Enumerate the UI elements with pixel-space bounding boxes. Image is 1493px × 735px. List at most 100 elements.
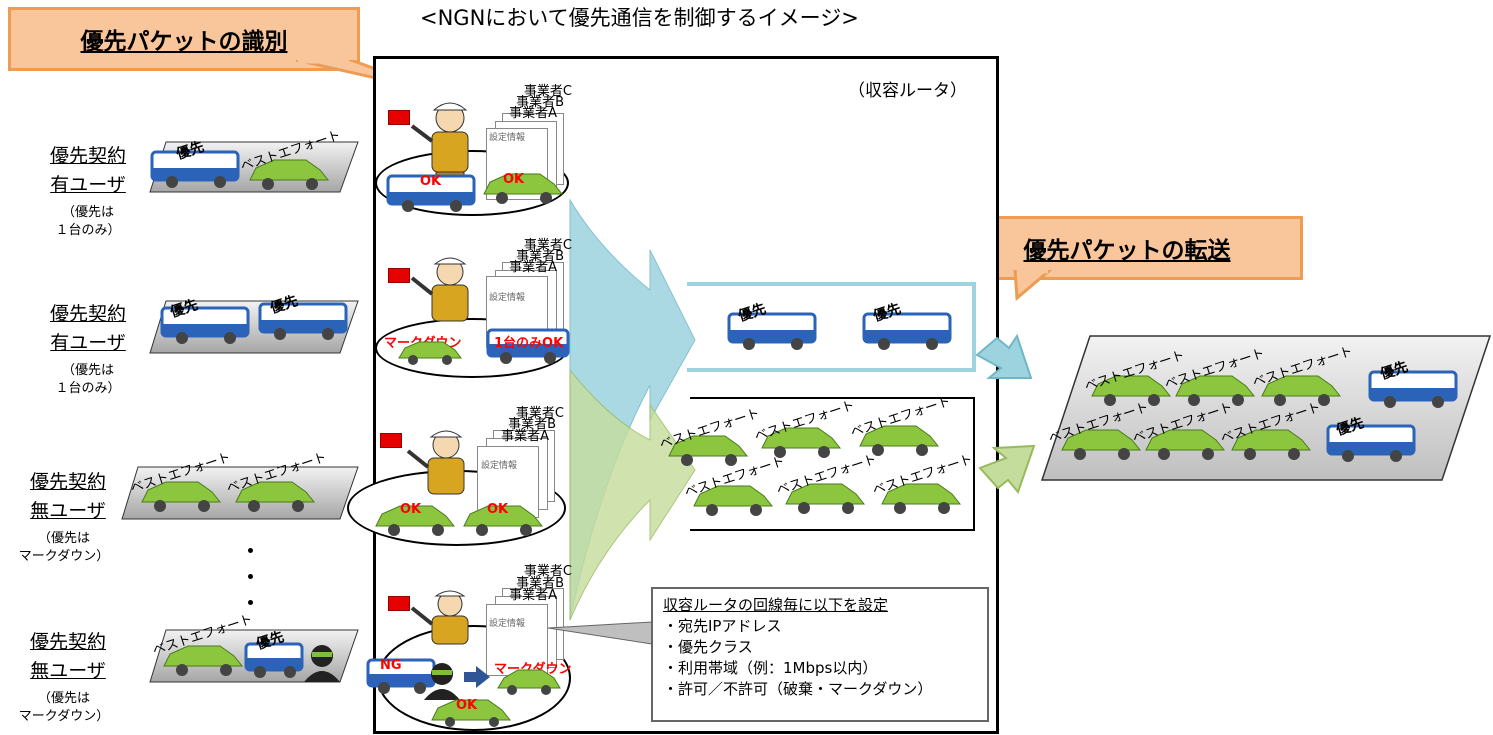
callout-forward-tail (1013, 270, 1053, 302)
output-arrow-priority (975, 333, 1033, 379)
business-a: 事業者A (509, 588, 557, 603)
settings-info-box: 収容ルータの回線毎に以下を設定 ・宛先IPアドレス ・優先クラス ・利用帯域（例… (651, 587, 989, 722)
router-label: （収容ルータ） (848, 81, 967, 101)
ok-label: OK (456, 698, 478, 713)
business-c: 事業者C (515, 406, 564, 421)
ok-label: OK (400, 502, 422, 517)
user-3-line2: 無ユーザ (30, 500, 106, 522)
callout-identify: 優先パケットの識別 (8, 7, 360, 71)
priority-lane (687, 282, 976, 372)
user-1-note: （優先は １台のみ） (28, 204, 148, 240)
business-a: 事業者A (509, 260, 557, 275)
hacker-icon (304, 645, 340, 682)
business-a: 事業者A (501, 429, 549, 444)
car-icon (1145, 429, 1226, 460)
car-icon (463, 505, 544, 536)
business-b: 事業者B (516, 576, 564, 591)
bus-icon (486, 328, 570, 364)
car-icon (375, 505, 456, 536)
ellipsis-dot (248, 600, 253, 605)
best-effort-lane (690, 397, 975, 531)
user-1-note1: （優先は (61, 205, 114, 220)
car-icon (1091, 375, 1172, 406)
user-2-label: 優先契約 有ユーザ (28, 300, 148, 358)
callout-forward: 優先パケットの転送 (951, 216, 1303, 280)
user-4-note2: マークダウン） (18, 709, 110, 724)
business-a: 事業者A (509, 106, 557, 121)
user-4-note1: （優先は (37, 691, 90, 706)
car-icon (483, 173, 564, 204)
user-2-line2: 有ユーザ (50, 332, 126, 354)
flag-icon (388, 596, 410, 611)
user-1-line2: 有ユーザ (50, 174, 126, 196)
car-icon (881, 483, 962, 514)
business-c: 事業者C (523, 564, 572, 579)
flag-icon (380, 433, 402, 448)
business-b: 事業者B (516, 95, 564, 110)
user-2-note2: １台のみ） (55, 381, 121, 396)
hacker-icon (424, 663, 460, 700)
user-1-label: 優先契約 有ユーザ (28, 142, 148, 200)
user-3-note: （優先は マークダウン） (4, 530, 124, 566)
bus-icon (258, 302, 348, 340)
car-icon (761, 427, 842, 458)
user-3-note1: （優先は (37, 531, 90, 546)
bus-icon (1326, 424, 1416, 462)
car-icon (141, 481, 222, 512)
user-2-note1: （優先は (61, 363, 114, 378)
info-item: ・許可／不許可（破棄・マークダウン） (663, 680, 933, 698)
document-icon (486, 604, 548, 676)
ok-label: OK (420, 174, 442, 189)
business-b: 事業者B (516, 249, 564, 264)
user-2-line1: 優先契約 (49, 303, 126, 325)
bus-icon (244, 642, 304, 678)
setting-label: 設定情報 (481, 461, 518, 471)
user-3-note2: マークダウン） (18, 549, 110, 564)
setting-label: 設定情報 (489, 133, 526, 143)
user-4-line2: 無ユーザ (30, 660, 106, 682)
car-icon (1231, 429, 1312, 460)
bus-icon (727, 312, 817, 350)
bus-icon (366, 658, 436, 694)
info-item: ・優先クラス (663, 638, 753, 656)
car-icon (431, 699, 512, 727)
flag-icon (388, 110, 410, 125)
info-item: ・宛先IPアドレス (663, 617, 782, 635)
business-b: 事業者B (508, 417, 556, 432)
car-icon (497, 669, 561, 695)
output-arrow-best-effort (978, 444, 1036, 494)
ellipsis-dot (248, 548, 253, 553)
info-heading: 収容ルータの回線毎に以下を設定 (663, 596, 889, 614)
setting-label: 設定情報 (489, 293, 526, 303)
user-4-note: （優先は マークダウン） (4, 690, 124, 726)
user-3-label: 優先契約 無ユーザ (8, 468, 128, 526)
info-item: ・利用帯域（例：1Mbps以内） (663, 659, 878, 677)
business-c: 事業者C (523, 238, 572, 253)
car-icon (1261, 375, 1342, 406)
ng-label: NG (380, 658, 402, 673)
bus-icon (150, 150, 240, 188)
diagram-title: <NGNにおいて優先通信を制御するイメージ> (420, 6, 859, 30)
flag-icon (388, 268, 410, 283)
car-icon (249, 159, 330, 190)
bus-icon (160, 306, 250, 344)
ok-label: OK (487, 502, 509, 517)
car-icon (398, 341, 462, 365)
car-icon (693, 485, 774, 516)
arrow-right-icon (464, 666, 490, 688)
user-1-note2: １台のみ） (55, 223, 121, 238)
user-4-label: 優先契約 無ユーザ (8, 628, 128, 686)
ok-label: OK (503, 172, 525, 187)
car-icon (235, 481, 316, 512)
bus-icon (1368, 370, 1458, 408)
car-icon (859, 425, 940, 456)
setting-label: 設定情報 (489, 619, 526, 629)
ellipsis-dot (248, 574, 253, 579)
info-connector (548, 621, 653, 645)
car-icon (1061, 429, 1142, 460)
user-2-note: （優先は １台のみ） (28, 362, 148, 398)
one-ok-label: 1台のみOK (494, 336, 564, 351)
car-icon (163, 645, 244, 676)
car-icon (1175, 375, 1256, 406)
traffic-officer-icon (410, 590, 469, 645)
